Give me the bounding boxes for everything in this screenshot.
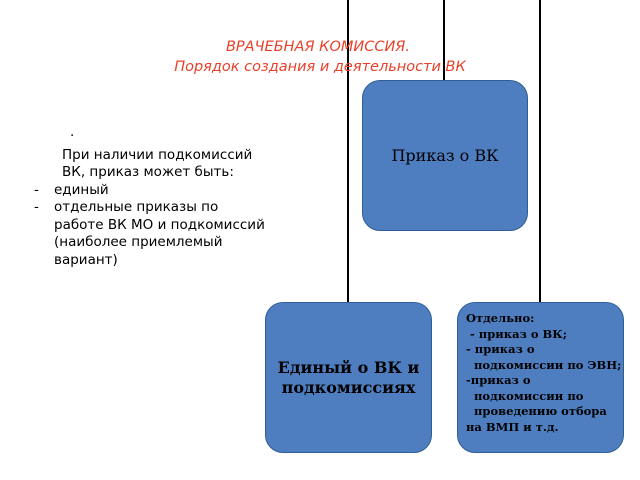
list-item-text: отдельные приказы по работе ВК МО и подк… [54,199,265,268]
left-text-block: . При наличии подкомиссий ВК, приказ мож… [34,124,269,269]
list-dash: - [34,181,39,198]
separate-orders-line: подкомиссии по ЭВН; [466,357,622,372]
list-item: - единый [34,182,269,200]
title-line-2: Порядок создания и деятельности ВК [174,59,466,75]
separate-orders-node: Отдельно: - приказ о ВК; - приказ о подк… [457,302,624,453]
single-order-node: Единый о ВК и подкомиссиях [265,302,432,453]
list-item: - отдельные приказы по работе ВК МО и по… [34,199,269,269]
title-line-1: ВРАЧЕБНАЯ КОМИССИЯ. [225,39,410,55]
separate-orders-line: - приказ о ВК; [466,326,567,341]
single-order-node-label: Единый о ВК и подкомиссиях [277,357,420,397]
bullet-dot: . [70,124,75,140]
list-item-text: единый [54,181,109,198]
separate-orders-line: на ВМП и т.д. [466,419,559,434]
separate-orders-line: - приказ о [466,342,535,356]
separate-orders-line: проведению отбора [466,404,607,418]
separate-orders-line: Отдельно: [466,311,535,325]
list-dash: - [34,199,39,215]
intro-text: При наличии подкомиссий ВК, приказ может… [62,146,253,181]
separate-orders-line: -приказ о [466,373,531,387]
order-node: Приказ о ВК [362,80,528,231]
separate-orders-line: подкомиссии по [466,388,584,403]
order-node-label: Приказ о ВК [391,146,499,165]
